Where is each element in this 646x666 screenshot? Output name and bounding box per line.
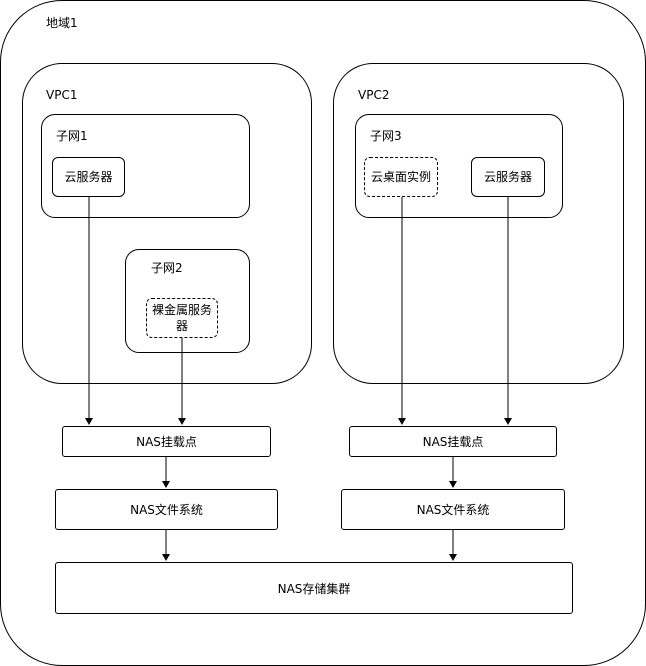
cloud-desktop-instance-node[interactable]: 云桌面实例 [364, 157, 438, 197]
subnet1-label: 子网1 [56, 129, 88, 143]
nas-storage-cluster[interactable]: NAS存储集群 [55, 562, 573, 614]
subnet2-label: 子网2 [151, 261, 183, 275]
cloud-server-node-vpc2[interactable]: 云服务器 [471, 157, 545, 197]
vpc1-label: VPC1 [46, 88, 78, 102]
bare-metal-server-node[interactable]: 裸金属服务器 [146, 298, 218, 338]
vpc2-label: VPC2 [358, 88, 390, 102]
nas-mount-point-left[interactable]: NAS挂载点 [62, 426, 271, 457]
nas-file-system-left[interactable]: NAS文件系统 [55, 489, 278, 530]
cloud-server-node-vpc1[interactable]: 云服务器 [52, 157, 125, 197]
nas-mount-point-right[interactable]: NAS挂载点 [349, 426, 557, 457]
subnet3-label: 子网3 [370, 129, 402, 143]
region-label: 地域1 [46, 16, 78, 30]
nas-file-system-right[interactable]: NAS文件系统 [341, 489, 565, 530]
